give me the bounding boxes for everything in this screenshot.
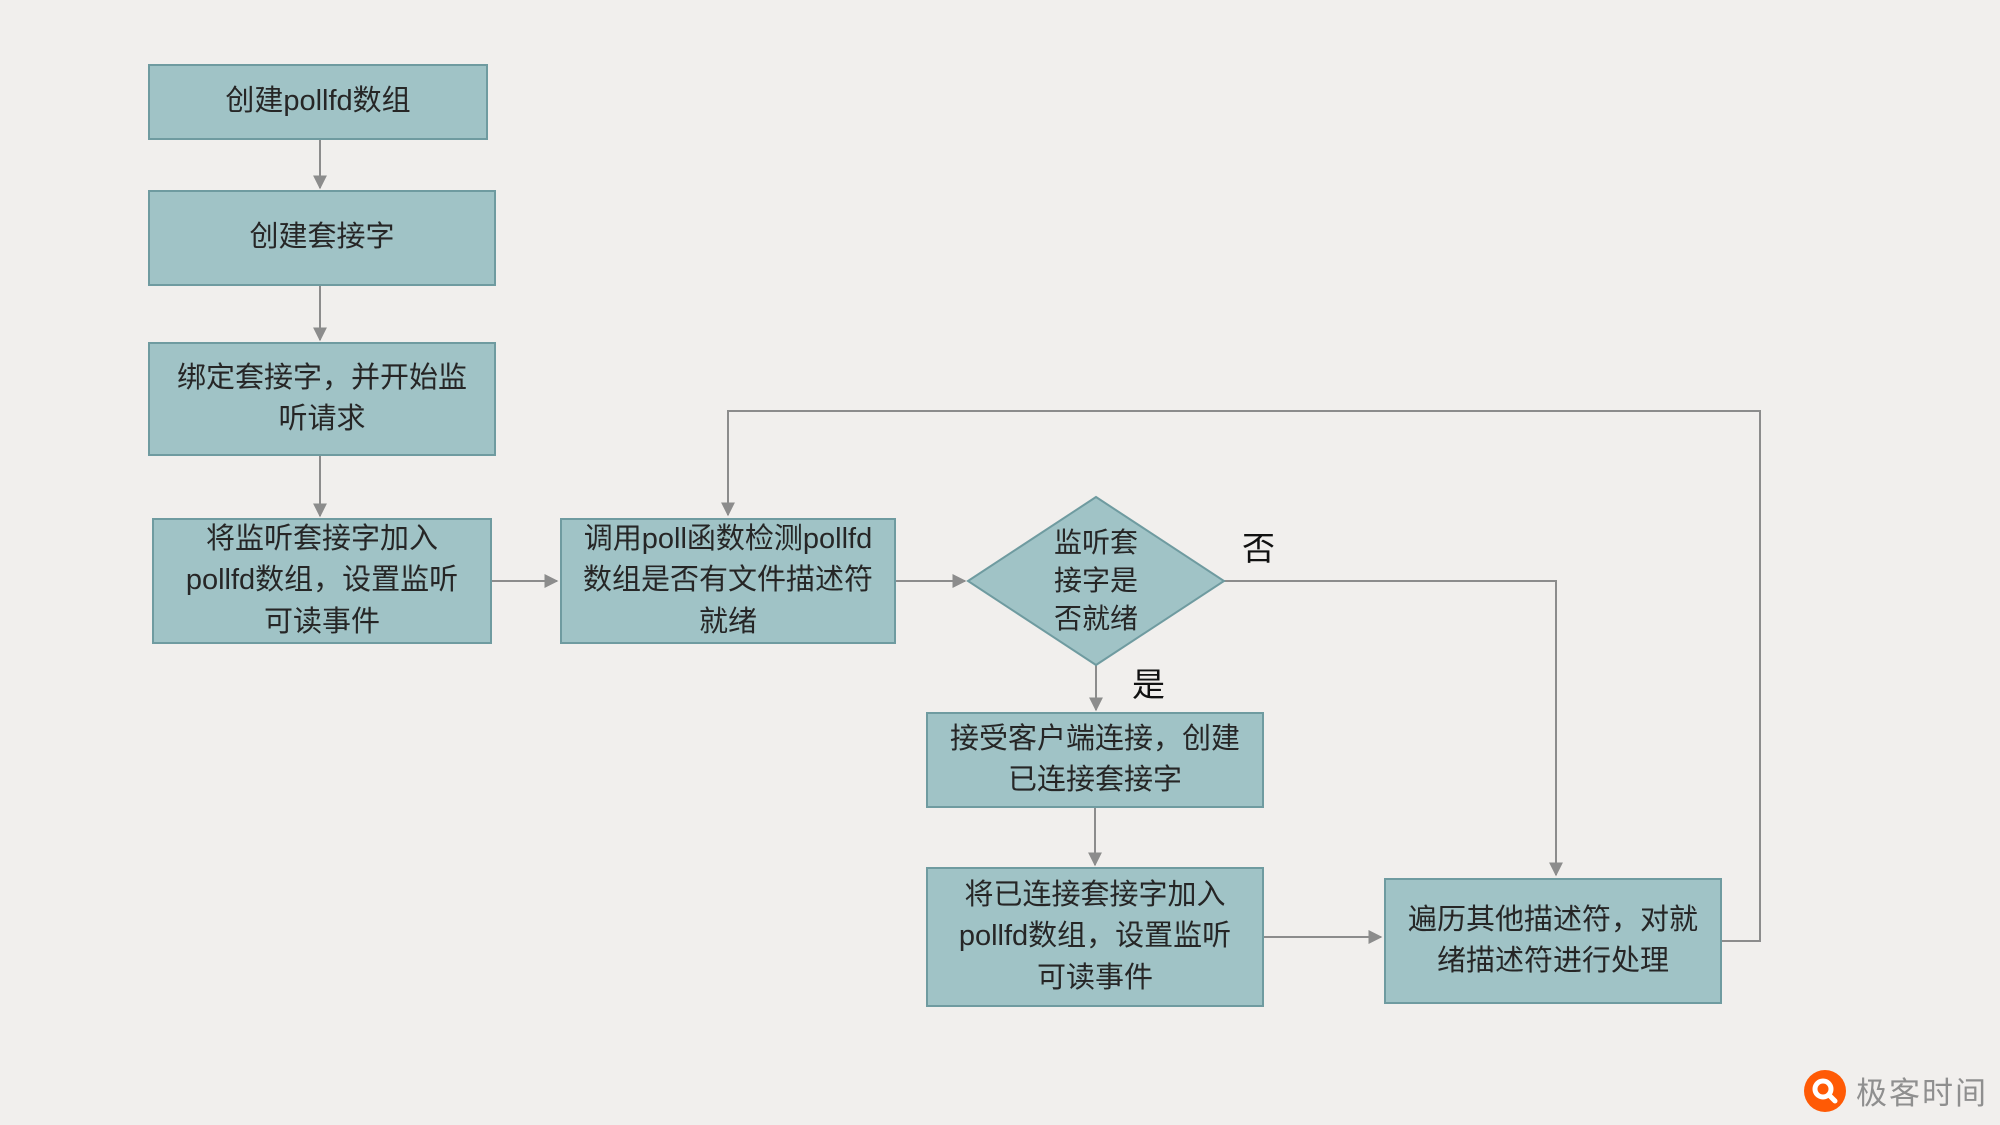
node-add-conn-fd: 将已连接套接字加入pollfd数组，设置监听可读事件 xyxy=(926,867,1264,1007)
node-accept-conn: 接受客户端连接，创建已连接套接字 xyxy=(926,712,1264,808)
node-label: 创建套接字 xyxy=(249,221,395,254)
node-label: 将已连接套接字加入pollfd数组，设置监听可读事件 xyxy=(958,879,1232,994)
geektime-logo-text: 极客时间 xyxy=(1856,1076,1988,1111)
node-label: 遍历其他描述符，对就绪描述符进行处理 xyxy=(1407,903,1698,977)
node-handle-ready: 遍历其他描述符，对就绪描述符进行处理 xyxy=(1384,878,1722,1004)
node-label: 创建pollfd数组 xyxy=(225,85,411,118)
node-create-socket: 创建套接字 xyxy=(148,190,496,286)
node-call-poll: 调用poll函数检测pollfd数组是否有文件描述符就绪 xyxy=(560,518,896,644)
node-label: 调用poll函数检测pollfd数组是否有文件描述符就绪 xyxy=(582,523,873,638)
edge-label-yes: 是 xyxy=(1132,666,1165,703)
edge-no-listen-ready-to-handle-ready xyxy=(1224,580,1563,877)
edge-loop-handle-ready-to-call-poll xyxy=(721,410,1761,942)
node-label: 接受客户端连接，创建已连接套接字 xyxy=(949,722,1240,796)
node-label: 绑定套接字，并开始监听请求 xyxy=(176,361,467,435)
node-bind-listen: 绑定套接字，并开始监听请求 xyxy=(148,342,496,456)
node-listen-ready: 监听套接字是否就绪 xyxy=(1044,505,1148,657)
edge-label-no: 否 xyxy=(1242,530,1275,567)
node-listen-ready-shape xyxy=(966,495,1226,667)
node-create-pollfd: 创建pollfd数组 xyxy=(148,64,488,140)
node-label: 监听套接字是否就绪 xyxy=(1053,527,1138,634)
node-add-listen-fd: 将监听套接字加入pollfd数组，设置监听可读事件 xyxy=(152,518,492,644)
geektime-logo-icon xyxy=(1804,1069,1846,1112)
node-label: 将监听套接字加入pollfd数组，设置监听可读事件 xyxy=(185,523,459,638)
geektime-logo: 极客时间 xyxy=(1804,1068,1988,1113)
